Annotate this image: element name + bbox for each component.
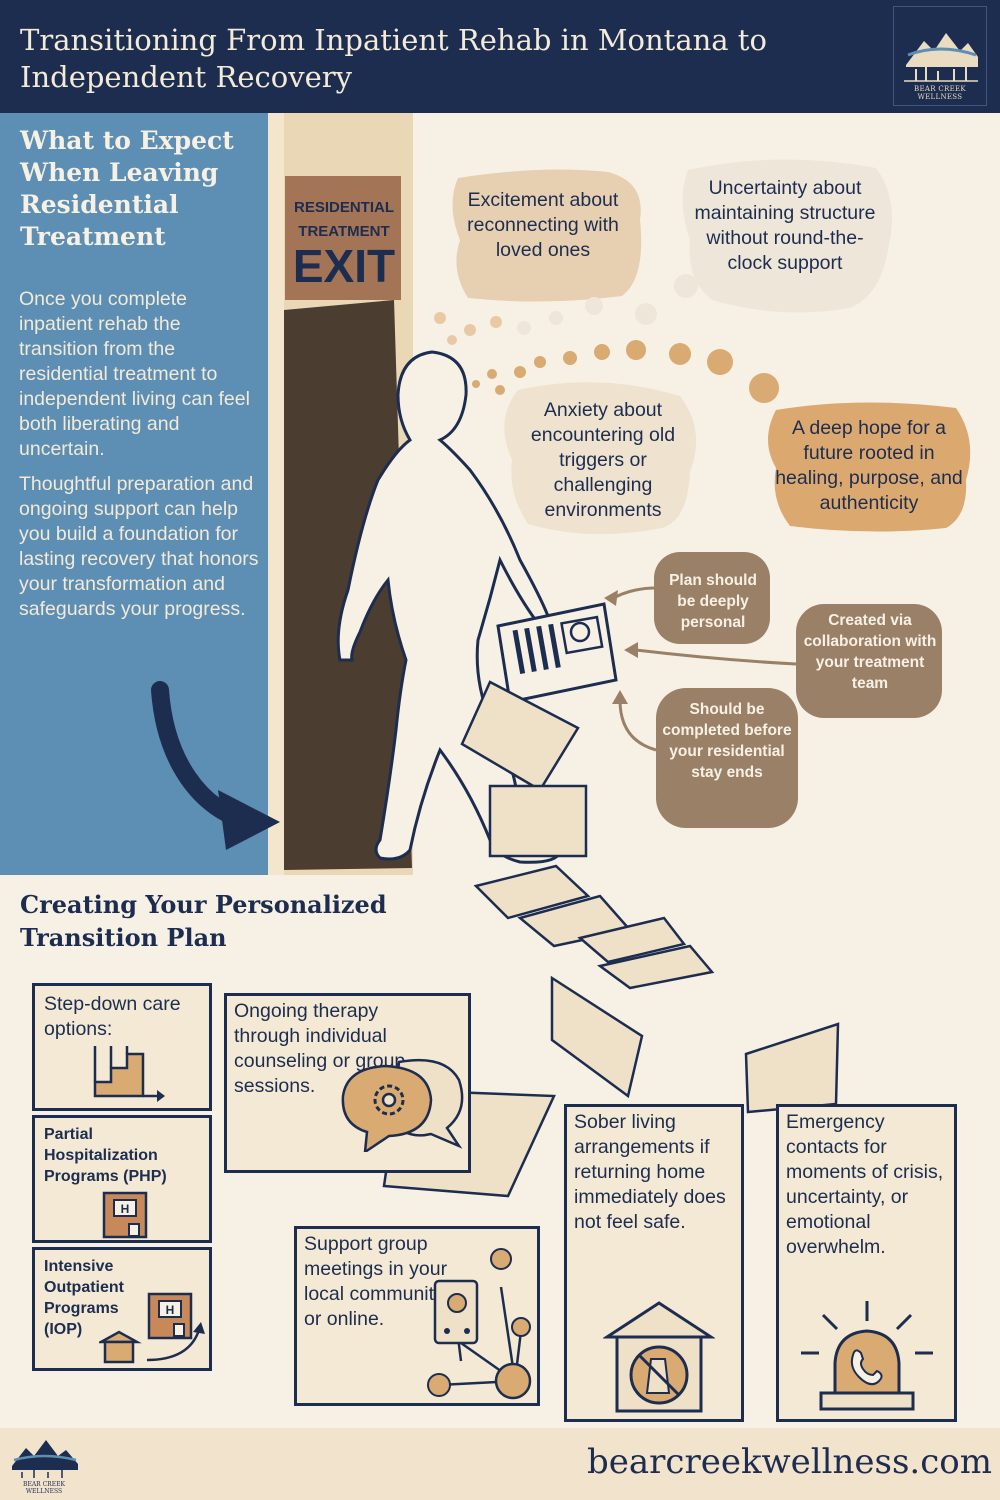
sober-living-card: Sober living arrangements if returning h… [564,1104,744,1422]
therapy-text: Ongoing therapy through individual couns… [234,1000,406,1097]
brand-logo[interactable]: BEAR CREEK WELLNESS [893,6,987,106]
therapy-card: Ongoing therapy through individual couns… [224,993,471,1173]
feeling-uncertainty-text: Uncertainty about maintaining structure … [694,177,876,274]
note-personal-text: Plan should be deeply personal [669,572,757,631]
emergency-text: Emergency contacts for moments of crisis… [786,1111,944,1258]
emergency-card: Emergency contacts for moments of crisis… [776,1104,957,1422]
page-title: Transitioning From Inpatient Rehab in Mo… [20,23,767,94]
note-collaboration-text: Created via collaboration with your trea… [803,612,937,692]
exit-sign-line2: TREATMENT [298,223,389,240]
transition-plan-document-icon [496,602,618,704]
svg-text:H: H [166,1303,175,1317]
feeling-anxiety-text: Anxiety about encountering old triggers … [530,399,676,521]
counseling-chat-icon [341,1058,464,1152]
intro-panel [0,113,268,875]
support-group-card: Support group meetings in your local com… [294,1226,540,1406]
intro-paragraph-2: Thoughtful preparation and ongoing suppo… [19,473,259,620]
step-down-text: Step-down care options: [44,993,181,1040]
outpatient-buildings-icon: H [99,1292,205,1364]
svg-text:H: H [121,1202,130,1216]
note-timing-bubble [656,688,798,828]
note-personal-bubble [654,552,770,644]
footer-bar [0,1428,1000,1500]
community-network-icon [427,1248,532,1400]
door-frame-edge [268,113,284,875]
php-text: Partial Hospitalization Programs (PHP) [44,1126,167,1185]
note-arrow-3-icon [618,699,657,752]
intro-paragraph-1: Once you complete inpatient rehab the tr… [19,288,250,460]
iop-text: Intensive Outpatient Programs (IOP) [44,1258,124,1338]
logo-text-line1: BEAR CREEK [914,85,966,93]
footer-logo-icon[interactable] [8,1432,82,1480]
iop-card: Intensive Outpatient Programs (IOP) H [32,1247,212,1371]
note-arrow-2-icon [635,648,797,666]
no-alcohol-home-icon [603,1301,715,1413]
note-timing-text: Should be completed before your resident… [662,701,792,781]
bubble-excitement [452,169,642,302]
bubble-hope [768,402,971,532]
emergency-alarm-phone-icon [801,1301,933,1411]
plan-section-heading: Creating Your Personalized Transition Pl… [20,890,387,952]
stairs-icon [93,1046,165,1102]
thought-dots [434,274,779,403]
hospital-building-icon: H [102,1191,148,1239]
feeling-excitement-text: Excitement about reconnecting with loved… [467,189,619,261]
bubble-uncertainty [682,159,892,313]
exit-sign-plate [285,176,401,300]
feeling-hope-text: A deep hope for a future rooted in heali… [775,417,963,514]
support-group-text: Support group meetings in your local com… [304,1233,448,1330]
footer-logo-line2: WELLNESS [25,1488,63,1495]
note-collaboration-bubble [796,604,942,718]
php-card: Partial Hospitalization Programs (PHP) H [32,1115,212,1243]
mountain-logo-icon [904,33,978,82]
footer-logo-line1: BEAR CREEK [23,1481,65,1488]
logo-text-line2: WELLNESS [917,93,963,101]
transition-illustration: RESIDENTIAL TREATMENT EXIT [151,113,971,1198]
step-down-card: Step-down care options: [32,983,212,1111]
person-walking-icon [336,350,562,864]
exit-sign-line1: RESIDENTIAL [294,199,394,216]
bubble-anxiety [504,382,697,535]
website-link[interactable]: bearcreekwellness.com [587,1442,992,1482]
intro-heading: What to Expect When Leaving Residential … [20,126,234,251]
arrow-head-icon [218,790,280,850]
exit-sign-line3: EXIT [293,240,395,292]
sober-living-text: Sober living arrangements if returning h… [574,1111,726,1233]
header-bar [0,0,1000,113]
